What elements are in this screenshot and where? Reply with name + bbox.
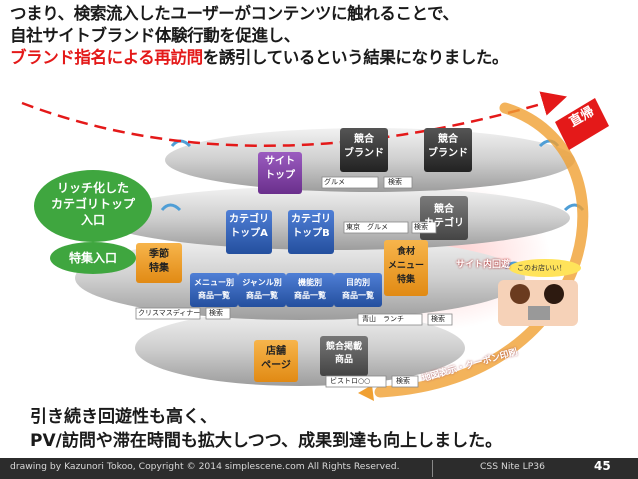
competitor-listing-label: 競合掲載 商品 — [325, 342, 362, 365]
ingredient-feature-box[interactable] — [384, 240, 428, 296]
search-button-label-store: 検索 — [396, 377, 410, 385]
search-term-list-2: 青山 ランチ — [362, 315, 404, 323]
site-top-box[interactable] — [258, 152, 302, 194]
rich-entry-callout: リッチ化した カテゴリトップ 入口 — [34, 170, 152, 242]
category-tier-disc — [100, 186, 570, 250]
search-term-top: グルメ — [324, 178, 345, 186]
headline-line-2: 自社サイトブランド体験行動を促進し、 — [10, 26, 300, 45]
headline-line-1: つまり、検索流入したユーザーがコンテンツに触れることで、 — [10, 4, 459, 23]
store-tier-disc — [135, 310, 465, 386]
competitor-brand-label-1: 競合 ブランド — [344, 134, 384, 159]
cycle-arrow-icon — [160, 203, 182, 212]
search-field-list-2[interactable] — [357, 313, 423, 326]
footer-bar — [0, 458, 638, 479]
search-term-category: 東京 グルメ — [346, 223, 388, 231]
function-list-box[interactable] — [286, 273, 334, 307]
search-button-list-1[interactable] — [205, 307, 231, 320]
direct-return-badge — [555, 98, 609, 150]
speech-text: このお店いい！ — [517, 264, 566, 272]
search-button-top[interactable] — [383, 176, 413, 189]
search-field-list-1[interactable] — [135, 307, 201, 320]
conclusion-line-2: PV/訪問や滞在時間も拡大しつつ、成果到達も向上しました。 — [30, 431, 503, 451]
genre-list-label: ジャンル別 商品一覧 — [242, 278, 282, 300]
search-field-top[interactable] — [321, 176, 379, 189]
store-tier-group — [254, 336, 419, 388]
search-button-label-top: 検索 — [388, 178, 402, 186]
search-button-label-category: 検索 — [414, 223, 428, 231]
funnel-diagram — [21, 91, 609, 401]
search-button-label-list-2: 検索 — [431, 315, 445, 323]
competitor-brand-box-2[interactable] — [424, 128, 472, 172]
seasonal-feature-label: 季節 特集 — [149, 249, 169, 274]
store-page-box[interactable] — [254, 340, 298, 382]
seasonal-feature-box[interactable] — [136, 243, 182, 283]
list-tier-group — [135, 240, 453, 326]
purpose-list-label: 目的別 商品一覧 — [342, 278, 374, 300]
search-term-list-1: クリスマスディナー — [138, 309, 201, 317]
category-a-box[interactable] — [226, 210, 272, 254]
category-b-box[interactable] — [288, 210, 334, 254]
genre-list-box[interactable] — [238, 273, 286, 307]
top-tier-group — [258, 128, 472, 194]
search-button-category[interactable] — [411, 221, 437, 234]
laptop-icon — [528, 306, 550, 320]
revisit-arrowhead — [358, 385, 374, 401]
feature-entry-callout: 特集入口 — [50, 242, 136, 274]
speech-bubble — [509, 259, 581, 277]
search-button-label-list-1: 検索 — [209, 309, 223, 317]
competitor-brand-label-2: 競合 ブランド — [428, 134, 468, 159]
headline-line-3: ブランド指名による再訪問を誘引しているという結果になりました。 — [10, 47, 630, 69]
footer-separator — [432, 460, 433, 477]
footer-event: CSS Nite LP36 — [480, 461, 545, 472]
purpose-list-box[interactable] — [334, 273, 382, 307]
category-tier-group — [226, 196, 468, 254]
store-page-label: 店舗 ページ — [261, 346, 291, 371]
category-a-label: カテゴリ トップA — [229, 214, 269, 239]
footer-credit: drawing by Kazunori Tokoo, Copyright © 2… — [10, 461, 400, 472]
search-button-store[interactable] — [391, 375, 419, 388]
menu-list-box[interactable] — [190, 273, 238, 307]
page-number: 45 — [594, 459, 611, 473]
category-b-label: カテゴリ トップB — [291, 214, 331, 239]
menu-list-label: メニュー別 商品一覧 — [194, 278, 234, 300]
direct-return-dashed-arrow — [21, 91, 567, 147]
conclusion-line-1: 引き続き回遊性も高く、 — [30, 407, 217, 427]
search-button-list-2[interactable] — [427, 313, 453, 326]
search-field-store[interactable] — [325, 375, 387, 388]
headline-highlight: ブランド指名による再訪問 — [10, 48, 203, 67]
competitor-listing-box[interactable] — [320, 336, 368, 376]
ingredient-feature-label: 食材 メニュー 特集 — [387, 247, 424, 285]
function-list-label: 機能別 商品一覧 — [294, 278, 326, 300]
site-circulation-label: サイト内回遊 — [456, 260, 511, 270]
site-top-label: サイト トップ — [265, 156, 295, 181]
revisit-orange-arrow — [374, 102, 589, 398]
cycle-arrow-icon — [170, 139, 192, 148]
competitor-category-label: 競合 カテゴリ — [424, 204, 464, 229]
search-field-category[interactable] — [343, 221, 409, 234]
search-term-store: ビストロ○○ — [330, 377, 371, 385]
user-head-icon — [510, 284, 530, 304]
competitor-brand-box-1[interactable] — [340, 128, 388, 172]
people-illustration — [498, 280, 578, 326]
user-head-icon — [544, 284, 564, 304]
headline-rest: を誘引しているという結果になりました。 — [202, 48, 509, 67]
